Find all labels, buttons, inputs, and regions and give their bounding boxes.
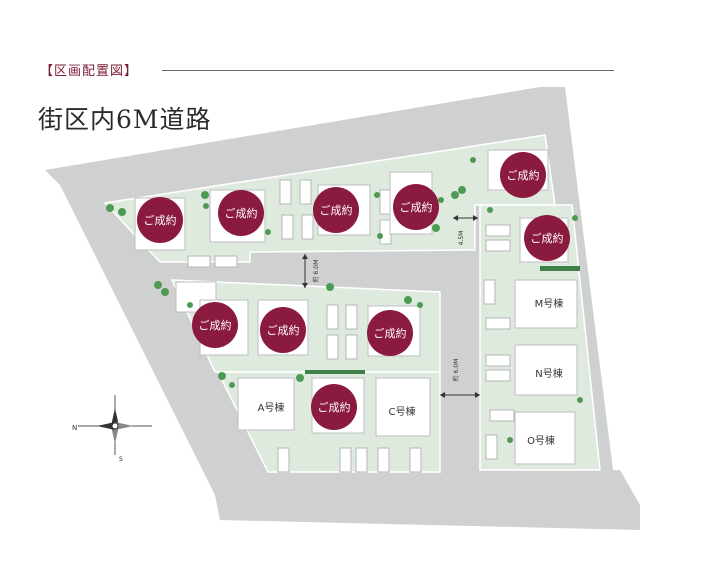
sold-badge: ご成約: [137, 197, 183, 243]
house: [514, 344, 578, 396]
header-divider: [162, 70, 614, 71]
compass-icon: N S: [72, 395, 152, 463]
lot-label-m: M号棟: [535, 297, 564, 310]
sold-badge: ご成約: [218, 190, 264, 236]
sold-badge-label: ご成約: [199, 318, 232, 332]
sold-badge-label: ご成約: [267, 323, 300, 337]
sold-badge: ご成約: [260, 307, 306, 353]
sold-badge-label: ご成約: [374, 326, 407, 340]
lot-label-n: N号棟: [535, 367, 562, 380]
sold-badge: ご成約: [313, 187, 359, 233]
lot-label-c: C号棟: [389, 405, 416, 418]
road-width-label-upper: 約 6.0M: [312, 260, 320, 283]
sold-badge: ご成約: [311, 384, 357, 430]
page-title: 街区内6M道路: [38, 105, 212, 134]
lot-labels: A号棟 C号棟 M号棟 N号棟 O号棟: [258, 297, 564, 447]
house: [237, 377, 295, 431]
sold-badge: ご成約: [192, 302, 238, 348]
sold-badge-label: ご成約: [225, 206, 258, 220]
road-width-arrowheads: [302, 215, 480, 398]
house: [514, 279, 578, 329]
lot-label-o: O号棟: [527, 434, 555, 447]
house: [514, 411, 576, 465]
sold-badge-label: ご成約: [320, 203, 353, 217]
sold-badge-label: ご成約: [507, 168, 540, 182]
house: [375, 377, 431, 437]
trees: [106, 157, 583, 443]
road-width-label-main: 約 6.0M: [452, 359, 460, 382]
parking-spaces: [187, 179, 515, 473]
road-width-label-narrow: 4.5M: [458, 231, 465, 246]
sold-badge: ご成約: [367, 310, 413, 356]
sold-badge-label: ご成約: [318, 400, 351, 414]
compass-south-label: S: [119, 456, 123, 463]
hedges: [305, 266, 580, 374]
compass-north-label: N: [72, 424, 77, 432]
right-block: [479, 204, 601, 471]
section-label: 【区画配置図】: [40, 64, 139, 79]
sold-badge: ご成約: [524, 215, 570, 261]
sold-badge-label: ご成約: [144, 213, 177, 227]
lot-label-a: A号棟: [258, 401, 285, 414]
sold-badge: ご成約: [393, 184, 439, 230]
sold-badge-label: ご成約: [400, 200, 433, 214]
sold-badge-label: ご成約: [531, 231, 564, 245]
sold-badge: ご成約: [500, 152, 546, 198]
sold-badges: ご成約 ご成約 ご成約 ご成約 ご成約 ご成約 ご成約 ご成約: [137, 152, 570, 430]
